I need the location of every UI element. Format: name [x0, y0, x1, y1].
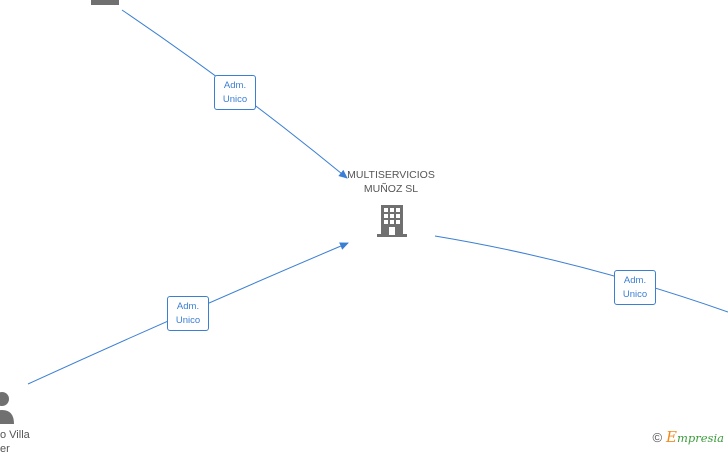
empresia-watermark: ©Empresia — [652, 428, 724, 446]
edge-label-right[interactable]: Adm. Unico — [614, 270, 656, 305]
edge-label-bottom-left[interactable]: Adm. Unico — [167, 296, 209, 331]
company-name-line1: MULTISERVICIOS — [347, 169, 435, 181]
building-icon[interactable] — [91, 0, 119, 5]
edge-role-line2: Unico — [622, 289, 648, 300]
edge-role-line1: Adm. — [223, 80, 247, 91]
person-icon[interactable] — [0, 392, 14, 424]
brand-logo-initial: E — [666, 428, 677, 446]
company-name-line2: MUÑOZ SL — [363, 183, 419, 195]
edge-role-line1: Adm. — [176, 301, 200, 312]
edge-role-line2: Unico — [222, 94, 248, 105]
person-name-line2: er — [0, 443, 10, 455]
company-name[interactable]: MULTISERVICIOS MUÑOZ SL — [330, 168, 452, 196]
building-icon[interactable] — [377, 205, 407, 237]
edge-label-top[interactable]: Adm. Unico — [214, 75, 256, 110]
edge-line-right — [434, 235, 728, 313]
brand-logo-text: mpresia — [676, 431, 724, 445]
person-name-line1: o Villa — [0, 429, 30, 441]
edge-role-line1: Adm. — [623, 275, 647, 286]
person-name[interactable]: o Villa er — [0, 428, 60, 456]
edge-role-line2: Unico — [175, 315, 201, 326]
copyright-symbol: © — [652, 430, 663, 445]
